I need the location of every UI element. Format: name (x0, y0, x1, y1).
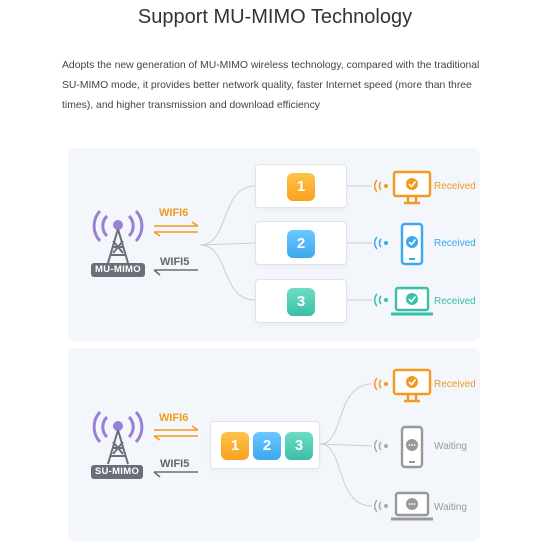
mu-tower-icon (92, 209, 144, 264)
laptop-icon (391, 491, 433, 521)
monitor-icon (392, 170, 432, 205)
signal-icon (373, 439, 388, 453)
slot-badge-2: 2 (287, 230, 315, 258)
su-wifi5-arrow (153, 471, 198, 478)
signal-icon (373, 499, 388, 513)
page-title: Support MU-MIMO Technology (137, 6, 413, 28)
su-wifi6-arrows (153, 425, 199, 441)
mu-wifi6-label: WIFI6 (159, 207, 189, 219)
mu-slot-card-1: 1 (255, 164, 347, 208)
slot-badge-3: 3 (285, 432, 313, 460)
mu-wifi5-arrow (153, 269, 198, 276)
mu-wifi6-arrows (153, 221, 199, 237)
phone-icon (400, 222, 424, 266)
slot-badge-1: 1 (287, 173, 315, 201)
su-tower-label: SU-MIMO (91, 465, 143, 479)
signal-icon (373, 377, 388, 391)
signal-icon (373, 293, 388, 307)
signal-icon (373, 179, 388, 193)
su-wifi5-label: WIFI5 (160, 458, 190, 470)
su-device-status-2: Waiting (434, 441, 467, 452)
mu-wifi5-label: WIFI5 (160, 256, 190, 268)
slot-badge-3: 3 (287, 288, 315, 316)
mu-tower-label: MU-MIMO (91, 263, 145, 277)
su-wifi6-label: WIFI6 (159, 412, 189, 424)
mu-device-status-1: Received (434, 181, 476, 192)
su-device-status-3: Waiting (434, 502, 467, 513)
slot-badge-2: 2 (253, 432, 281, 460)
mu-device-status-2: Received (434, 238, 476, 249)
su-device-status-1: Received (434, 379, 476, 390)
monitor-icon (392, 368, 432, 403)
su-tower-icon (92, 410, 144, 465)
mu-slot-card-2: 2 (255, 221, 347, 265)
mu-device-status-3: Received (434, 296, 476, 307)
mu-slot-card-3: 3 (255, 279, 347, 323)
slot-badge-1: 1 (221, 432, 249, 460)
su-slot-combo-card: 1 2 3 (210, 421, 320, 469)
page-description: Adopts the new generation of MU-MIMO wir… (62, 60, 480, 111)
laptop-icon (391, 286, 433, 316)
signal-icon (373, 236, 388, 250)
phone-icon (400, 425, 424, 469)
